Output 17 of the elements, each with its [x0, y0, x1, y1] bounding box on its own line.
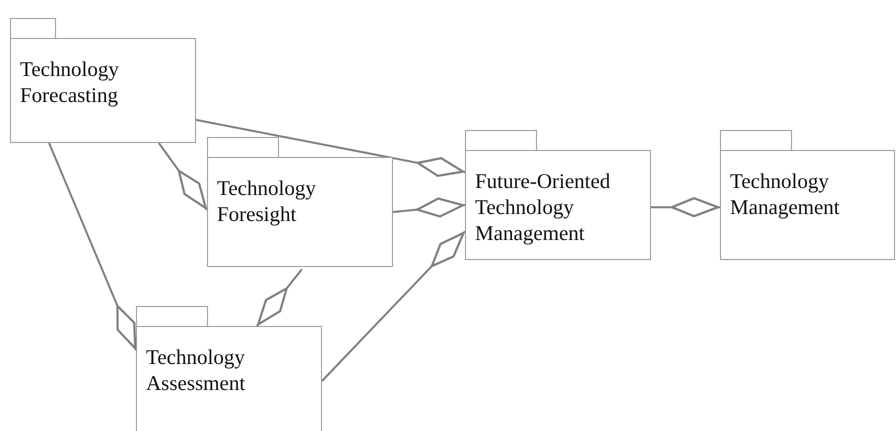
package-box [465, 150, 651, 260]
aggregation-line [158, 142, 208, 210]
package-name: Technology Assessment [146, 344, 246, 396]
package-box [136, 326, 322, 431]
package-box [10, 38, 196, 143]
aggregation-line [196, 118, 466, 177]
package-name: Future-Oriented Technology Management [475, 168, 612, 246]
aggregation-line [321, 230, 466, 382]
aggregation-line [651, 197, 720, 218]
package-name: Technology Forecasting [20, 56, 120, 108]
package-name: Technology Foresight [217, 175, 317, 227]
aggregation-line [392, 197, 466, 218]
package-box [720, 150, 895, 260]
package-name: Technology Management [730, 168, 841, 220]
package-box [207, 157, 393, 267]
aggregation-line [256, 268, 303, 327]
aggregation-line [48, 142, 137, 351]
